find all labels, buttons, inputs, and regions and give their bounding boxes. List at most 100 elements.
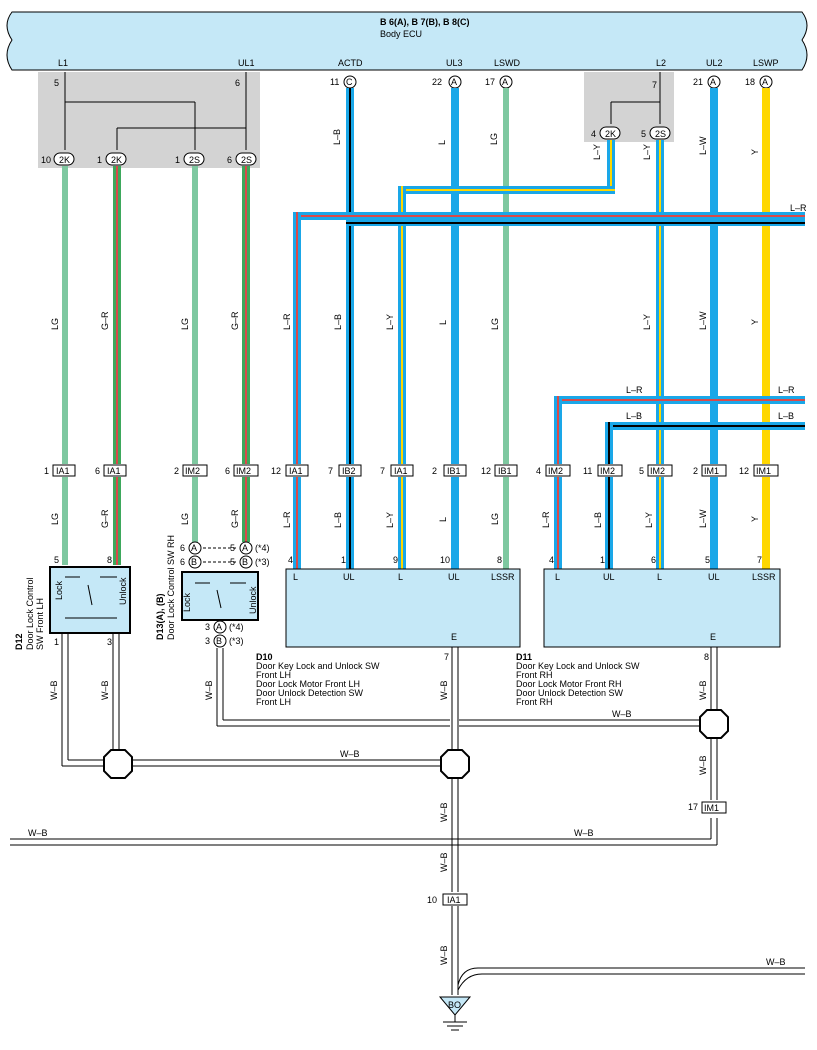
svg-text:Unlock: Unlock bbox=[248, 586, 258, 614]
svg-text:L: L bbox=[293, 572, 298, 582]
wires-lower bbox=[62, 477, 770, 569]
svg-text:1: 1 bbox=[341, 555, 346, 565]
svg-text:SW Front LH: SW Front LH bbox=[35, 598, 45, 650]
svg-text:L–R: L–R bbox=[282, 313, 292, 330]
svg-text:6: 6 bbox=[235, 78, 240, 88]
svg-text:2: 2 bbox=[432, 466, 437, 476]
svg-text:L–R: L–R bbox=[790, 203, 807, 213]
svg-text:W–B: W–B bbox=[28, 828, 48, 838]
svg-text:5: 5 bbox=[641, 129, 646, 139]
d13-switch: A B 6 6 5 5 A B (*4) (*3) Lock Unlock A … bbox=[155, 535, 270, 648]
svg-text:L–Y: L–Y bbox=[642, 314, 652, 330]
svg-text:6: 6 bbox=[180, 543, 185, 553]
svg-text:W–B: W–B bbox=[439, 680, 449, 700]
svg-text:L–Y: L–Y bbox=[642, 144, 652, 160]
svg-text:1: 1 bbox=[175, 155, 180, 165]
svg-text:D11: D11 bbox=[516, 652, 532, 662]
svg-text:L–B: L–B bbox=[332, 129, 342, 145]
svg-text:G–R: G–R bbox=[230, 509, 240, 528]
svg-text:LG: LG bbox=[180, 318, 190, 330]
svg-text:17: 17 bbox=[688, 802, 698, 812]
d12-switch: 5 8 Lock Unlock 1 3 D12 Door Lock Contro… bbox=[14, 555, 131, 650]
pin-lswp: LSWP bbox=[753, 58, 779, 68]
ia1-bottom: 10 IA1 bbox=[427, 893, 468, 906]
svg-text:7: 7 bbox=[328, 466, 333, 476]
svg-text:2K: 2K bbox=[605, 129, 616, 139]
pin-l1: L1 bbox=[58, 58, 68, 68]
svg-text:B: B bbox=[242, 557, 248, 567]
relay-left-wiring bbox=[64, 72, 247, 150]
svg-text:L–Y: L–Y bbox=[385, 512, 395, 528]
svg-text:W–B: W–B bbox=[439, 945, 449, 965]
svg-text:Front RH: Front RH bbox=[516, 670, 553, 680]
svg-text:10: 10 bbox=[427, 895, 437, 905]
svg-text:3: 3 bbox=[205, 622, 210, 632]
svg-text:L–W: L–W bbox=[698, 509, 708, 528]
svg-text:W–B: W–B bbox=[49, 680, 59, 700]
svg-text:(*3): (*3) bbox=[229, 636, 244, 646]
svg-text:4: 4 bbox=[536, 466, 541, 476]
svg-text:4: 4 bbox=[549, 555, 554, 565]
svg-text:Door Unlock Detection SW: Door Unlock Detection SW bbox=[516, 688, 624, 698]
svg-text:12: 12 bbox=[739, 466, 749, 476]
svg-text:Front LH: Front LH bbox=[256, 670, 291, 680]
svg-text:IM2: IM2 bbox=[185, 466, 200, 476]
relay-connectors: 10 2K 1 2K 1 2S 6 2S 4 2K 5 2S bbox=[41, 126, 671, 166]
svg-text:E: E bbox=[710, 632, 716, 642]
svg-text:W–B: W–B bbox=[100, 680, 110, 700]
svg-text:11: 11 bbox=[583, 466, 592, 476]
svg-text:18: 18 bbox=[745, 77, 755, 87]
svg-text:7: 7 bbox=[380, 466, 385, 476]
junction-connectors: 1 IA1 6 IA1 2 IM2 6 IM2 12 IA1 7 IB2 7 I… bbox=[44, 464, 779, 477]
svg-text:LG: LG bbox=[489, 133, 499, 145]
svg-text:W–B: W–B bbox=[204, 680, 214, 700]
svg-text:8: 8 bbox=[107, 555, 112, 565]
svg-text:E: E bbox=[451, 632, 457, 642]
ecu-title: B 6(A), B 7(B), B 8(C) bbox=[380, 17, 470, 27]
svg-text:L–R: L–R bbox=[541, 511, 551, 528]
svg-text:9: 9 bbox=[393, 555, 398, 565]
svg-text:L: L bbox=[398, 572, 403, 582]
wb-labels: W–B W–B W–B W–B W–B W–B W–B W–B W–B W–B … bbox=[28, 680, 786, 967]
ground-wiring bbox=[10, 633, 805, 995]
svg-text:1: 1 bbox=[97, 155, 102, 165]
svg-text:8: 8 bbox=[497, 555, 502, 565]
svg-text:B: B bbox=[191, 557, 197, 567]
svg-text:IM2: IM2 bbox=[600, 466, 615, 476]
svg-text:IB1: IB1 bbox=[447, 466, 461, 476]
svg-text:IA1: IA1 bbox=[289, 466, 303, 476]
svg-text:L: L bbox=[438, 517, 448, 522]
svg-text:LG: LG bbox=[50, 513, 60, 525]
svg-text:BO: BO bbox=[448, 1000, 461, 1010]
svg-text:UL: UL bbox=[603, 572, 615, 582]
svg-text:L: L bbox=[657, 572, 662, 582]
svg-text:Y: Y bbox=[750, 319, 760, 325]
svg-text:L–R: L–R bbox=[282, 511, 292, 528]
svg-text:IM1: IM1 bbox=[704, 803, 719, 813]
svg-text:A: A bbox=[502, 77, 508, 87]
svg-text:Door Lock Control SW RH: Door Lock Control SW RH bbox=[166, 535, 176, 640]
svg-text:W–B: W–B bbox=[439, 802, 449, 822]
svg-text:(*4): (*4) bbox=[255, 543, 270, 553]
svg-text:A: A bbox=[710, 77, 716, 87]
svg-text:IM2: IM2 bbox=[548, 466, 563, 476]
svg-text:(*3): (*3) bbox=[255, 557, 270, 567]
svg-text:LG: LG bbox=[490, 318, 500, 330]
pin-ul3: UL3 bbox=[446, 58, 463, 68]
svg-text:4: 4 bbox=[288, 555, 293, 565]
svg-text:UL: UL bbox=[343, 572, 355, 582]
svg-text:IA1: IA1 bbox=[107, 466, 121, 476]
svg-text:L: L bbox=[438, 320, 448, 325]
svg-text:A: A bbox=[191, 543, 197, 553]
svg-text:LSSR: LSSR bbox=[752, 572, 776, 582]
svg-text:W–B: W–B bbox=[612, 709, 632, 719]
svg-text:L: L bbox=[555, 572, 560, 582]
svg-text:A: A bbox=[762, 77, 768, 87]
ecu-pin-connectors: 11 C 22 A 17 A 21 A 18 A bbox=[330, 75, 773, 89]
svg-text:D12: D12 bbox=[14, 633, 24, 650]
ecu-subtitle: Body ECU bbox=[380, 29, 422, 39]
svg-text:3: 3 bbox=[205, 636, 210, 646]
svg-text:UL: UL bbox=[448, 572, 460, 582]
svg-text:6: 6 bbox=[225, 466, 230, 476]
svg-text:6: 6 bbox=[651, 555, 656, 565]
